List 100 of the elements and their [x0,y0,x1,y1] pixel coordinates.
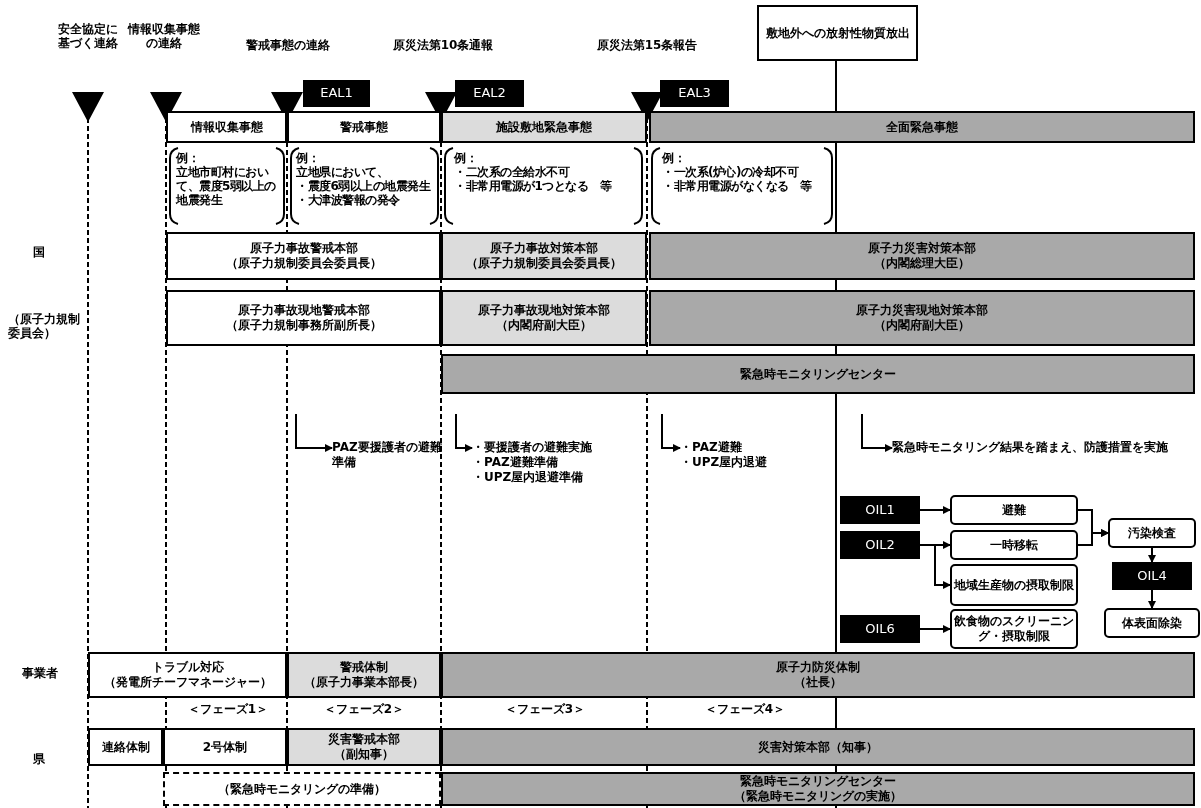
arrow [919,506,951,514]
example-text: ・二次系の全給水不可 [454,166,571,180]
operator-bar [441,652,1195,698]
headquarters-bar [166,290,441,346]
box-label: OIL6 [865,620,895,638]
box-label: 全面緊急事態 [886,119,958,135]
measure-box [950,564,1078,606]
event-label: 安全協定に基づく連絡 [57,22,119,51]
arrow [455,413,473,452]
phase-label: ＜フェーズ2＞ [322,702,406,717]
arrow [1148,547,1156,563]
phase-header [166,111,287,143]
box-label: 2号体制 [202,739,248,755]
oil-badge [840,615,920,643]
phase-header [287,111,441,143]
eal-badge [455,80,524,107]
phase-label: ＜フェーズ1＞ [186,702,270,717]
monitoring-center-bar [441,354,1195,394]
prefecture-bar [441,728,1195,766]
box-label: 施設敷地緊急事態 [496,119,592,135]
action-text: ・要援護者の避難実施 [472,440,592,455]
arrow [919,625,951,633]
box-label: 原子力防災体制 [776,660,860,675]
arrow [661,413,681,452]
box-label: 原子力事故現地対策本部 [478,303,610,318]
box-label: 避難 [1002,502,1026,518]
box-subtitle: （発電所チーフマネージャー） [103,675,272,690]
prefecture-bar [287,728,441,766]
box-label: 一時移転 [990,537,1038,553]
arrow [1148,589,1156,609]
measure-box [1108,518,1196,548]
operator-bar [287,652,441,698]
example-text: ・非常用電源がなくなる 等 [662,180,813,194]
box-label: OIL4 [1137,567,1167,585]
headquarters-bar [166,232,441,280]
box-label: OIL2 [865,536,895,554]
box-label: 敷地外への放射性物質放出 [765,25,910,41]
box-label: OIL1 [865,501,895,519]
box-label: 緊急時モニタリングセンター [740,366,896,382]
headquarters-bar [649,232,1195,280]
arrow [861,413,893,452]
example-text: ・非常用電源が1つとなる 等 [454,180,613,194]
box-subtitle: （内閣府副大臣） [874,318,970,333]
example-text: ・大津波警報の発令 [296,194,401,208]
box-subtitle: （社長） [794,675,842,690]
action-text: 緊急時モニタリング結果を踏まえ、防護措置を実施 [892,440,1168,455]
box-label: 警戒体制 [340,660,388,675]
example-text: 例： [296,152,320,166]
event-label: 原災法第10条通報 [391,38,495,53]
box-subtitle: （内閣府副大臣） [496,318,592,333]
example-text: 例： [454,152,478,166]
action-text: ・UPZ屋内退避準備 [472,470,584,485]
box-label: 飲食物のスクリーニング・摂取制限 [953,614,1075,644]
box-subtitle: （内閣総理大臣） [874,256,970,271]
phase-header [441,111,647,143]
action-text: PAZ要援護者の避難準備 [332,440,443,470]
oil-badge [1112,562,1192,590]
box-label: 原子力災害対策本部 [868,241,976,256]
preparation-box [163,772,441,806]
box-subtitle: （原子力規制事務所副所長） [225,318,382,333]
arrow [295,413,333,452]
box-label: 原子力事故現地警戒本部 [237,303,370,318]
box-label: 体表面除染 [1122,615,1182,631]
box-label: 警戒事態 [340,119,388,135]
example-text: 例： [662,152,686,166]
row-heading: （原子力規制委員会） [8,312,80,341]
example-text: 立地市町村において、震度5弱以上の地震発生 [176,166,277,208]
event-box [757,5,918,61]
box-label: 汚染検査 [1128,525,1176,541]
row-heading: 県 [33,752,46,767]
box-label: 災害警戒本部 [328,732,400,747]
monitoring-center-bar [441,772,1195,806]
box-label: EAL1 [320,85,353,102]
box-label: （緊急時モニタリングの準備） [218,781,386,797]
measure-box [950,495,1078,525]
box-label: 災害対策本部（知事） [758,739,878,755]
example-text: ・一次系(炉心)の冷却不可 [662,166,800,180]
eal-badge [660,80,729,107]
oil-badge [840,496,920,524]
oil-badge [840,531,920,559]
headquarters-bar [441,232,647,280]
phase-header [649,111,1195,143]
box-label: 原子力事故警戒本部 [249,241,358,256]
example-text: 例： [176,152,200,166]
headquarters-bar [441,290,647,346]
action-text: ・UPZ屋内退避 [680,455,768,470]
example-text: 立地県において、 [296,166,389,179]
row-heading: 国 [33,245,46,260]
measure-box [1104,608,1200,638]
box-subtitle: （緊急時モニタリングの実施） [734,789,902,804]
prefecture-bar [88,728,163,766]
box-subtitle: （原子力規制委員会委員長） [466,256,622,271]
event-label: 情報収集事態の連絡 [128,22,200,51]
arrow [1077,529,1109,546]
phase-label: ＜フェーズ3＞ [503,702,587,717]
box-label: EAL2 [473,85,506,102]
box-label: 原子力災害現地対策本部 [856,303,988,318]
box-label: EAL3 [678,85,711,102]
event-label: 原災法第15条報告 [595,38,699,53]
action-text: ・PAZ避難 [680,440,742,455]
